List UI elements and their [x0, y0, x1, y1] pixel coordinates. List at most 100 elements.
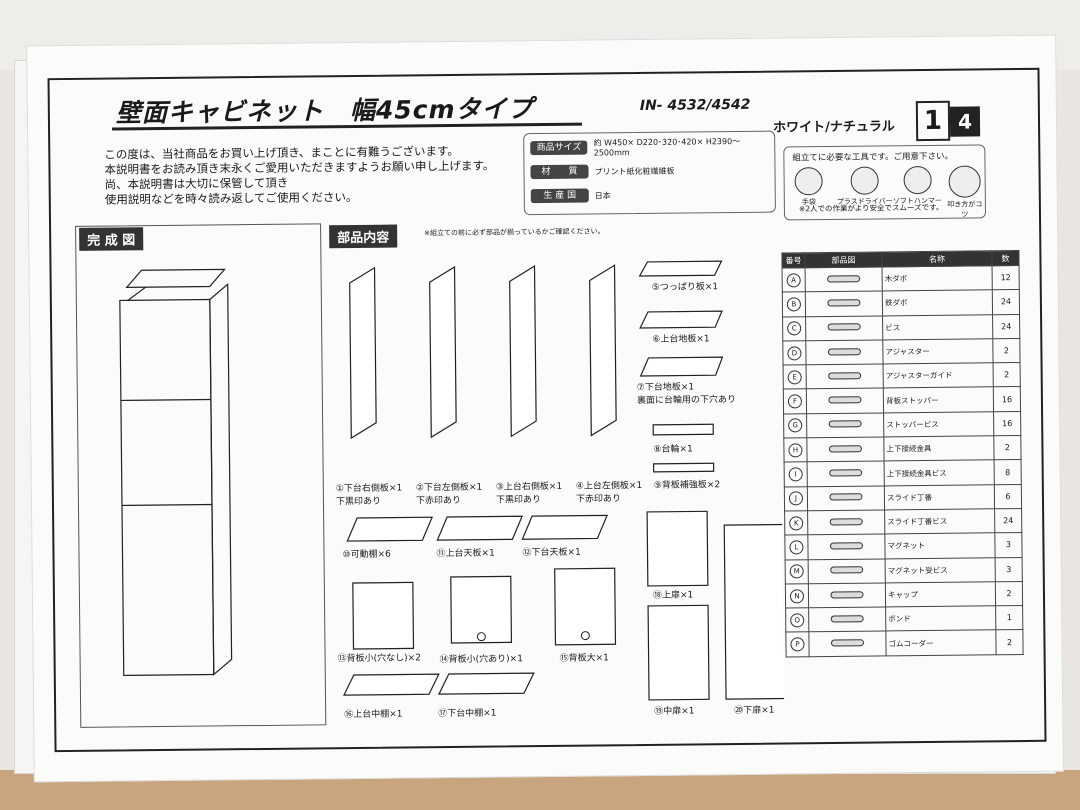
divider-line [120, 398, 211, 402]
part-name: ボンド [885, 605, 996, 632]
tension-board [638, 260, 723, 277]
part-name: スライド丁番ビス [884, 508, 995, 535]
part-label: ⑲中扉×1 [654, 706, 695, 717]
part-name: アジャスター [882, 338, 994, 365]
cabinet-drawing [119, 268, 233, 677]
part-label: ⑰下台中棚×1 [438, 708, 497, 720]
row-mark: E [783, 364, 807, 390]
part-name: ストッパービス [883, 411, 994, 438]
row-mark: N [785, 583, 809, 609]
spec-origin-label: 生 産 国 [530, 188, 589, 204]
intro-text: この度は、当社商品をお買い上げ頂き、まことに有難うございます。 本説明書をお読み… [104, 144, 494, 208]
part-figure-icon [805, 315, 883, 341]
side-panel-3 [509, 265, 537, 438]
col-header-name: 名称 [881, 250, 993, 267]
screwdriver-icon [850, 166, 879, 195]
part-name: 鉄ダボ [882, 290, 993, 316]
part-label: ⑪上台天板×1 [436, 548, 495, 560]
spec-size: 商品サイズ 約 W450× D220･320･420× H2390～2500mm [530, 137, 774, 157]
part-qty: 2 [995, 581, 1023, 606]
row-mark: C [782, 316, 806, 341]
part-figure-icon [806, 437, 885, 463]
spec-size-label: 商品サイズ [530, 140, 588, 156]
part-qty: 8 [994, 459, 1022, 485]
part-qty: 1 [995, 605, 1023, 631]
part-label: ⑤つっぱり板×1 [651, 282, 719, 293]
complete-section-label: 完 成 図 [79, 227, 144, 251]
col-header-number: 番号 [781, 252, 806, 269]
part-name: キャップ [885, 581, 996, 608]
hammer-tool: ソフトハンマー [892, 165, 942, 207]
part-label: ⑱上扉×1 [652, 590, 694, 601]
row-mark: H [783, 437, 808, 463]
part-figure-icon [807, 485, 885, 511]
part-qty: 3 [995, 557, 1023, 582]
part-label: ⑥上台地板×1 [652, 334, 710, 345]
part-label: ⑭背板小(穴あり)×1 [439, 654, 523, 666]
row-mark: D [782, 340, 807, 366]
row-mark: O [785, 607, 809, 633]
divider-line [121, 503, 212, 507]
part-label: ⑨背板補強板×2 [653, 480, 721, 491]
part-name: スライド丁番 [884, 484, 995, 510]
joint-line [127, 286, 147, 301]
middle-door [647, 604, 710, 701]
spec-material: 材 質 プリント紙化粧繊維板 [530, 163, 675, 181]
instruction-sheet: 壁面キャビネット 幅45cmタイプ IN- 4532/4542 ホワイト/ナチュ… [26, 34, 1064, 783]
back-reinforcement [652, 462, 715, 473]
part-name: マグネット [884, 533, 996, 559]
part-name: 上下接続金具ビス [884, 460, 995, 486]
part-qty: 12 [992, 265, 1020, 291]
part-qty: 2 [993, 362, 1021, 388]
part-qty: 6 [994, 484, 1022, 509]
part-figure-icon [806, 412, 884, 438]
row-mark: B [782, 292, 806, 317]
part-qty: 16 [993, 387, 1021, 412]
part-figure-icon [805, 291, 883, 317]
spec-origin-value: 日本 [594, 190, 611, 200]
parts-note: ※組立ての前に必ず部品が揃っているかご確認ください。 [424, 227, 605, 238]
lower-top-board [521, 514, 609, 540]
part-name: マグネット受ビス [885, 557, 996, 583]
part-figure-icon [806, 364, 884, 390]
part-qty: 2 [995, 629, 1024, 655]
tools-heading: 組立てに必要な工具です。ご用意下さい。 [792, 151, 954, 164]
row-mark: J [784, 486, 808, 511]
row-mark: L [784, 535, 809, 560]
plinth [652, 423, 714, 436]
part-qty: 3 [994, 532, 1023, 558]
part-figure-icon [808, 582, 886, 608]
part-figure-icon [805, 339, 884, 365]
part-qty: 16 [993, 411, 1021, 436]
upper-top-board [436, 515, 524, 541]
part-label: ⑬背板小(穴なし)×2 [337, 653, 421, 665]
cabinet-side-shape [209, 283, 233, 676]
part-figure-icon [808, 558, 886, 584]
back-small-with-hole [450, 575, 513, 644]
row-mark: I [784, 462, 808, 487]
side-panel-4 [589, 264, 617, 437]
tip-label: 叩き方がコツ [947, 200, 983, 219]
parts-drawing [343, 260, 785, 701]
spec-box: 商品サイズ 約 W450× D220･320･420× H2390～2500mm… [523, 130, 776, 216]
part-name: ビス [882, 314, 993, 340]
row-mark: P [785, 632, 810, 657]
